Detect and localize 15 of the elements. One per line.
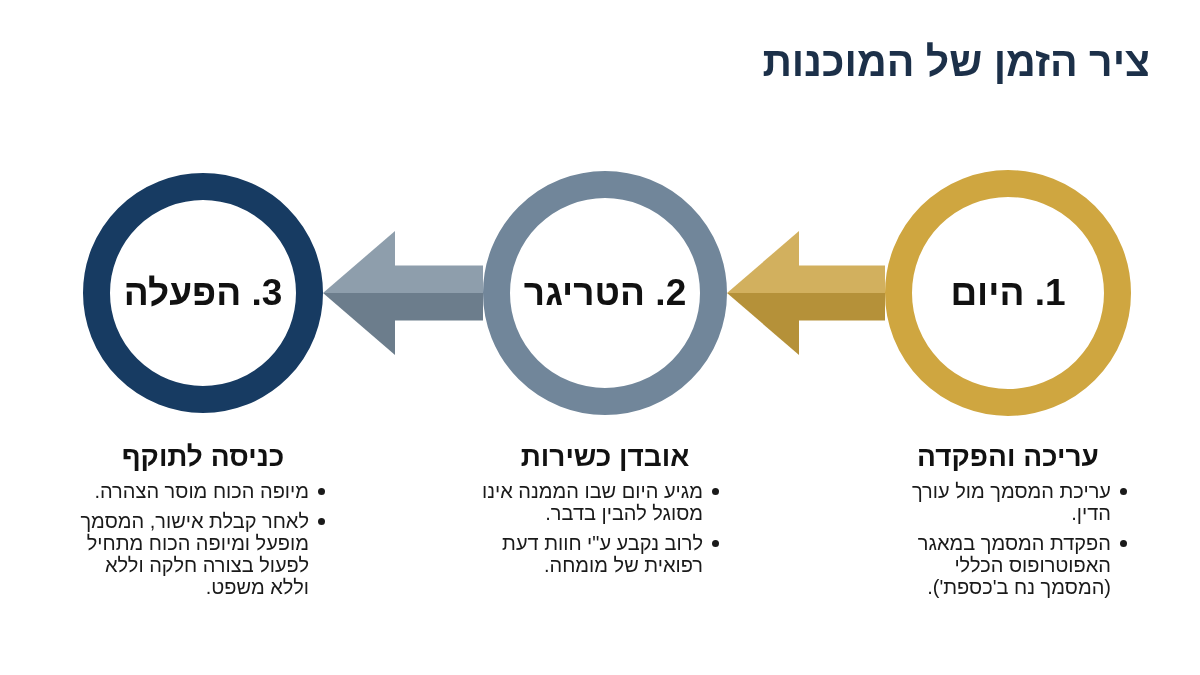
step-heading: עריכה והפקדה	[917, 440, 1099, 474]
step-heading: אובדן כשירות	[520, 440, 690, 474]
bullet-text: מגיע היום שבו הממנה אינו מסוגל להבין בדבר.	[481, 480, 703, 524]
bullet-text: לרוב נקבע ע"י חוות דעת רפואית של מומחה.	[501, 532, 703, 576]
title: ציר הזמן של המוכנות	[762, 38, 1150, 86]
bullet-text: עריכת המסמך מול עורך הדין.	[911, 480, 1111, 524]
bullet-text: מיופה הכוח מוסר הצהרה.	[93, 480, 309, 502]
arrow	[727, 231, 885, 355]
step-circle: 1. היום	[885, 170, 1131, 416]
bullet-text: לאחר קבלת אישור, המסמך מופעל ומיופה הכוח מתחיל לפעול בצורה חלקה וללא וללא משפט.	[79, 510, 309, 598]
bullet-text: הפקדת המסמך במאגר האפוטרופוס הכללי (המסמך נח ב'כספת').	[916, 532, 1111, 598]
arrow	[323, 231, 483, 355]
step-circle: 2. הטריגר	[483, 171, 727, 415]
step-heading: כניסה לתוקף	[121, 440, 285, 474]
step-circle: 3. הפעלה	[83, 173, 323, 413]
